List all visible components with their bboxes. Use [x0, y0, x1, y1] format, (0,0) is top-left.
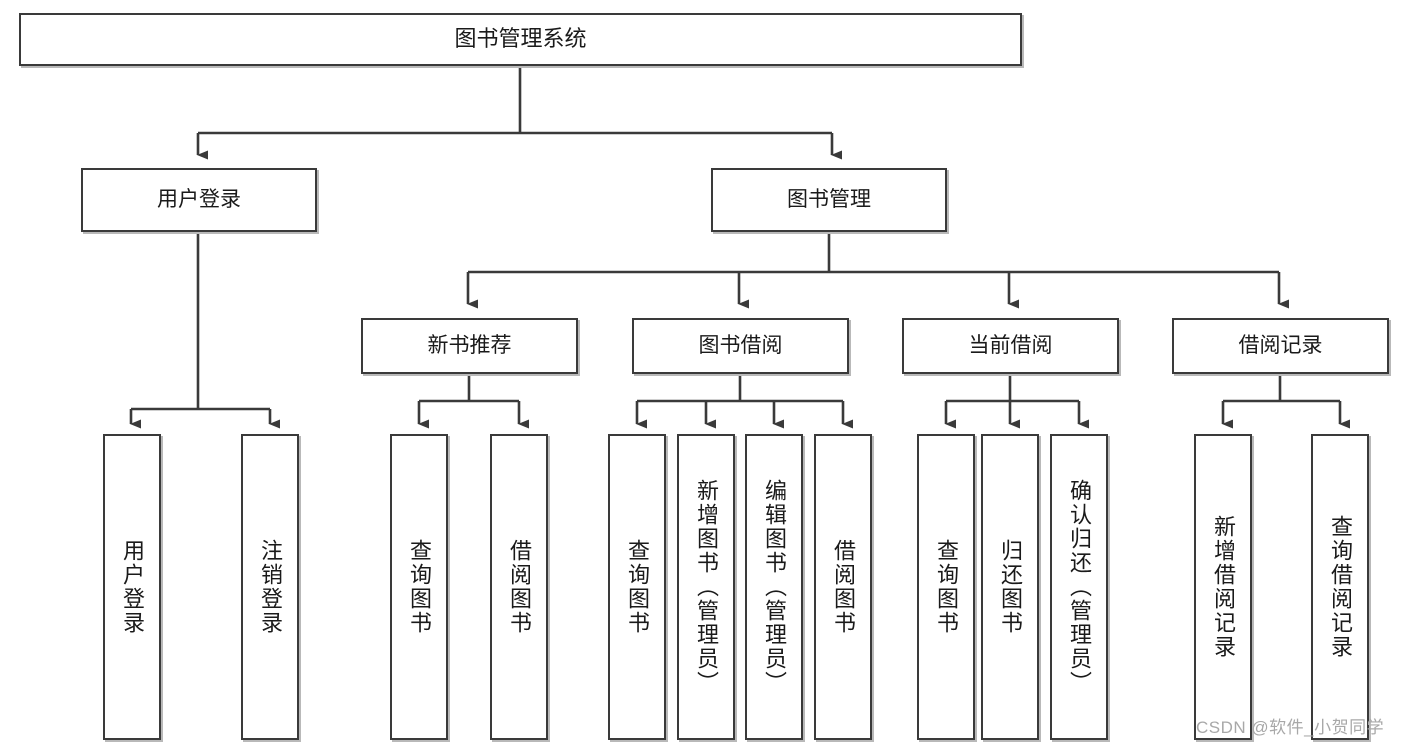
- node-current-borrow[interactable]: 当前借阅: [902, 318, 1119, 374]
- node-user-login-label: 用户登录: [157, 188, 241, 212]
- node-leaf-borrow-book-1[interactable]: 借阅图书: [490, 434, 548, 740]
- node-new-book-rec[interactable]: 新书推荐: [361, 318, 578, 374]
- node-leaf-query-book-1[interactable]: 查询图书: [390, 434, 448, 740]
- node-new-book-rec-label: 新书推荐: [427, 334, 512, 358]
- node-leaf-confirm-return[interactable]: 确认归还（管理员）: [1050, 434, 1108, 740]
- node-leaf-add-record-label: 新增借阅记录: [1211, 515, 1236, 659]
- node-leaf-query-book-3[interactable]: 查询图书: [917, 434, 975, 740]
- node-user-login[interactable]: 用户登录: [81, 168, 317, 232]
- node-leaf-logout-label: 注销登录: [258, 539, 283, 635]
- node-leaf-user-login-label: 用户登录: [120, 539, 145, 635]
- node-borrow-record[interactable]: 借阅记录: [1172, 318, 1389, 374]
- node-current-borrow-label: 当前借阅: [968, 334, 1053, 358]
- node-leaf-add-book-label: 新增图书（管理员）: [694, 479, 719, 695]
- node-borrow-record-label: 借阅记录: [1238, 334, 1323, 358]
- node-leaf-query-record[interactable]: 查询借阅记录: [1311, 434, 1369, 740]
- node-leaf-return-book-label: 归还图书: [998, 539, 1023, 635]
- node-leaf-query-book-2-label: 查询图书: [625, 539, 650, 635]
- node-root-label: 图书管理系统: [454, 26, 587, 52]
- node-leaf-return-book[interactable]: 归还图书: [981, 434, 1039, 740]
- node-root[interactable]: 图书管理系统: [19, 13, 1022, 66]
- node-leaf-edit-book[interactable]: 编辑图书（管理员）: [745, 434, 803, 740]
- node-leaf-user-login[interactable]: 用户登录: [103, 434, 161, 740]
- node-leaf-query-book-1-label: 查询图书: [407, 539, 432, 635]
- node-leaf-query-record-label: 查询借阅记录: [1328, 515, 1353, 659]
- node-leaf-borrow-book-2[interactable]: 借阅图书: [814, 434, 872, 740]
- node-leaf-query-book-3-label: 查询图书: [934, 539, 959, 635]
- node-book-manage-label: 图书管理: [787, 188, 871, 212]
- node-leaf-add-record[interactable]: 新增借阅记录: [1194, 434, 1252, 740]
- node-leaf-borrow-book-1-label: 借阅图书: [507, 539, 532, 635]
- node-leaf-query-book-2[interactable]: 查询图书: [608, 434, 666, 740]
- node-leaf-borrow-book-2-label: 借阅图书: [831, 539, 856, 635]
- node-book-borrow-label: 图书借阅: [698, 334, 783, 358]
- node-leaf-confirm-return-label: 确认归还（管理员）: [1067, 479, 1092, 695]
- node-leaf-edit-book-label: 编辑图书（管理员）: [762, 479, 787, 695]
- node-book-manage[interactable]: 图书管理: [711, 168, 947, 232]
- node-book-borrow[interactable]: 图书借阅: [632, 318, 849, 374]
- node-leaf-add-book[interactable]: 新增图书（管理员）: [677, 434, 735, 740]
- node-leaf-logout[interactable]: 注销登录: [241, 434, 299, 740]
